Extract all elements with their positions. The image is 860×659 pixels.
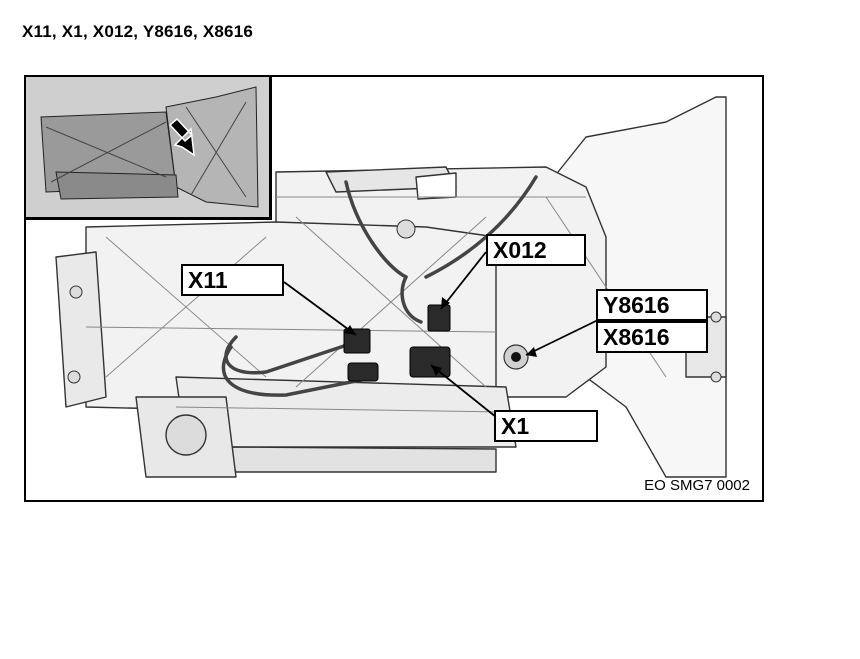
overview-inset [26, 77, 272, 220]
callout-x11: X11 [181, 264, 284, 296]
figure-reference: EO SMG7 0002 [644, 477, 750, 494]
callout-x012: X012 [486, 234, 586, 266]
inset-drawing [26, 77, 269, 217]
diagram-figure: X11 X012 Y8616 X8616 X1 EO SMG7 0002 [24, 75, 764, 502]
callout-y8616: Y8616 [596, 289, 708, 321]
callout-x8616: X8616 [596, 321, 708, 353]
callout-x1: X1 [494, 410, 598, 442]
arrow-pointer-icon [168, 117, 195, 157]
page-title: X11, X1, X012, Y8616, X8616 [22, 22, 253, 41]
